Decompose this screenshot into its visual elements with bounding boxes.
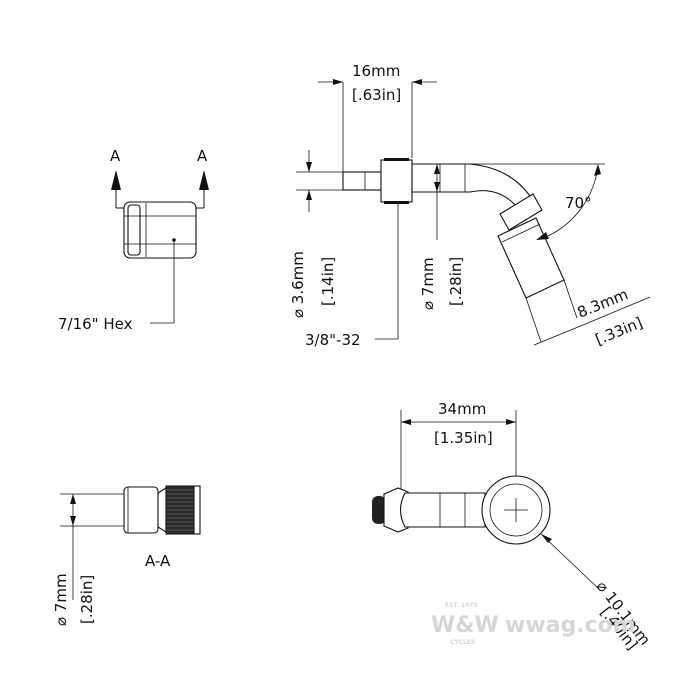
hex-fitting-view: A A 7/16" Hex (58, 147, 209, 333)
section-diameter-in: [.28in] (78, 575, 96, 624)
end-diameter-mm: 8.3mm (575, 285, 631, 322)
pin-length-in: [.63in] (352, 86, 401, 104)
watermark-site: wwag.com (505, 613, 636, 638)
pin-diameter-mm: ⌀ 3.6mm (289, 251, 307, 318)
tube-diameter-in: [.28in] (447, 257, 465, 306)
top-length-in: [1.35in] (434, 429, 493, 447)
section-arrow-right-icon (196, 170, 209, 209)
section-mark-right: A (197, 147, 208, 165)
thread-label: 3/8"-32 (305, 331, 361, 349)
section-arrow-left-icon (111, 170, 124, 209)
watermark-est: EST. 1979 (445, 602, 478, 609)
tube-diameter-mm: ⌀ 7mm (419, 257, 437, 310)
watermark-brand: W&W (431, 613, 499, 638)
bend-angle-label: 70° (565, 194, 592, 212)
pin-diameter-in: [.14in] (319, 257, 337, 306)
side-view: 16mm [.63in] ⌀ 3.6mm [.14in] 3/8"-32 (289, 62, 651, 349)
section-view: ⌀ 7mm [.28in] A-A (52, 485, 201, 626)
banjo-ring-icon (481, 475, 551, 545)
section-mark-left: A (110, 147, 121, 165)
hex-fitting-icon (123, 201, 197, 259)
end-diameter-in: [.33in] (593, 314, 645, 349)
watermark-logo: EST. 1979 W&W CYCLES wwag.com (431, 602, 636, 646)
watermark-sub: CYCLES (450, 639, 475, 646)
pin-length-mm: 16mm (352, 62, 400, 80)
section-view-label: A-A (145, 552, 171, 570)
top-length-mm: 34mm (438, 400, 486, 418)
section-diameter-mm: ⌀ 7mm (52, 573, 70, 626)
hex-size-label: 7/16" Hex (58, 315, 133, 333)
